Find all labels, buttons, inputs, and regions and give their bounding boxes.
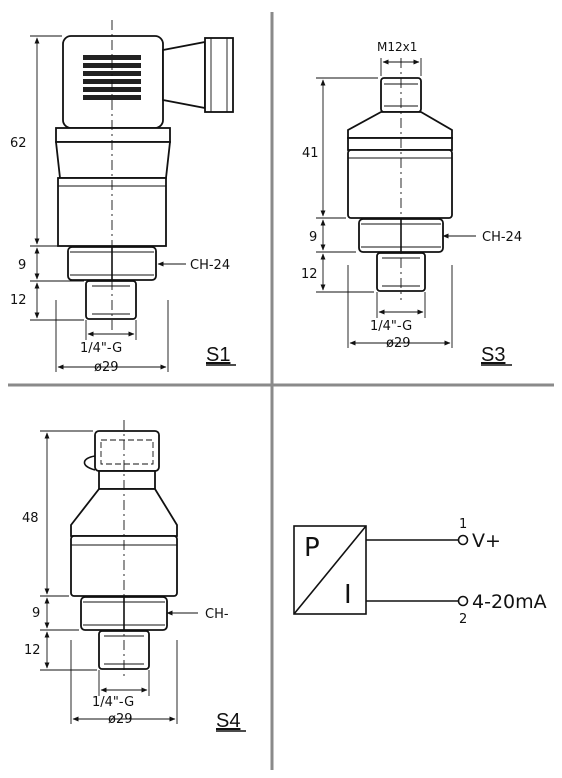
- s3-label: S3: [481, 344, 505, 366]
- s1-label: S1: [206, 344, 230, 366]
- transducer-diagonal: [293, 525, 367, 615]
- s3-hex-size: CH-24: [482, 230, 522, 245]
- s3-diameter: ø29: [386, 336, 411, 351]
- s1-hex-height-9: 9: [18, 258, 26, 273]
- panel-separators: [8, 12, 554, 770]
- s4-height-48: 48: [22, 511, 39, 526]
- s4-hex-size: CH-: [205, 607, 229, 622]
- wiring-diagram: [293, 525, 469, 615]
- s1-hex-size: CH-24: [190, 258, 230, 273]
- s1-height-62: 62: [10, 136, 27, 151]
- terminal-2: [457, 595, 469, 607]
- symbol-p: P: [304, 533, 320, 563]
- s4-hex-height-9: 9: [32, 606, 40, 621]
- s3-dimensions: [316, 58, 476, 348]
- s3-hex-height-9: 9: [309, 230, 317, 245]
- s3-height-41: 41: [302, 146, 319, 161]
- terminal-1: [457, 534, 469, 546]
- s1-dimensions: [30, 35, 186, 372]
- pin-1-number: 1: [459, 517, 467, 532]
- s4-diameter: ø29: [108, 712, 133, 727]
- sensor-s1: [54, 20, 234, 330]
- s3-connector-thread: M12x1: [377, 40, 417, 54]
- s3-thread-size: 1/4"-G: [370, 319, 412, 334]
- output-4-20ma: 4-20mA: [472, 591, 547, 613]
- transducer-box: [293, 525, 367, 615]
- s4-thread-size: 1/4"-G: [92, 695, 134, 710]
- s3-thread-height-12: 12: [301, 267, 318, 282]
- sensor-s3: [347, 58, 453, 300]
- symbol-i: I: [344, 580, 352, 610]
- sensor-s4: [70, 420, 178, 680]
- s4-label: S4: [216, 710, 240, 732]
- output-v-plus: V+: [472, 530, 501, 552]
- s4-dimensions: [40, 430, 198, 724]
- pin-2-number: 2: [459, 612, 467, 627]
- s1-diameter: ø29: [94, 360, 119, 375]
- s4-thread-height-12: 12: [24, 643, 41, 658]
- s1-thread-size: 1/4"-G: [80, 341, 122, 356]
- s1-thread-height-12: 12: [10, 293, 27, 308]
